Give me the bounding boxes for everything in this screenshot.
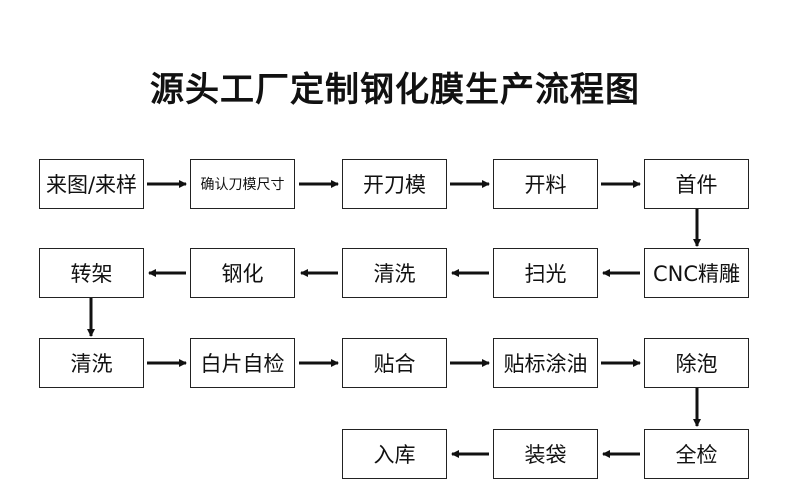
step-chu-pao: 除泡	[644, 338, 749, 388]
step-cnc-jing-diao: CNC精雕	[644, 248, 749, 298]
step-shou-jian: 首件	[644, 159, 749, 209]
page-title: 源头工厂定制钢化膜生产流程图	[150, 70, 640, 110]
step-zhuang-dai: 装袋	[493, 429, 598, 479]
step-lai-tu-lai-yang: 来图/来样	[39, 159, 144, 209]
step-que-ren-dao-mo-chi-cun: 确认刀模尺寸	[190, 159, 295, 209]
step-qing-xi-2: 清洗	[39, 338, 144, 388]
step-qing-xi-1: 清洗	[342, 248, 447, 298]
step-tie-biao-tu-you: 贴标涂油	[493, 338, 598, 388]
step-kai-dao-mo: 开刀模	[342, 159, 447, 209]
step-quan-jian: 全检	[644, 429, 749, 479]
step-bai-pian-zi-jian: 白片自检	[190, 338, 295, 388]
step-kai-liao: 开料	[493, 159, 598, 209]
step-sao-guang: 扫光	[493, 248, 598, 298]
step-ru-ku: 入库	[342, 429, 447, 479]
step-zhuan-jia: 转架	[39, 248, 144, 298]
step-gang-hua: 钢化	[190, 248, 295, 298]
step-tie-he: 贴合	[342, 338, 447, 388]
